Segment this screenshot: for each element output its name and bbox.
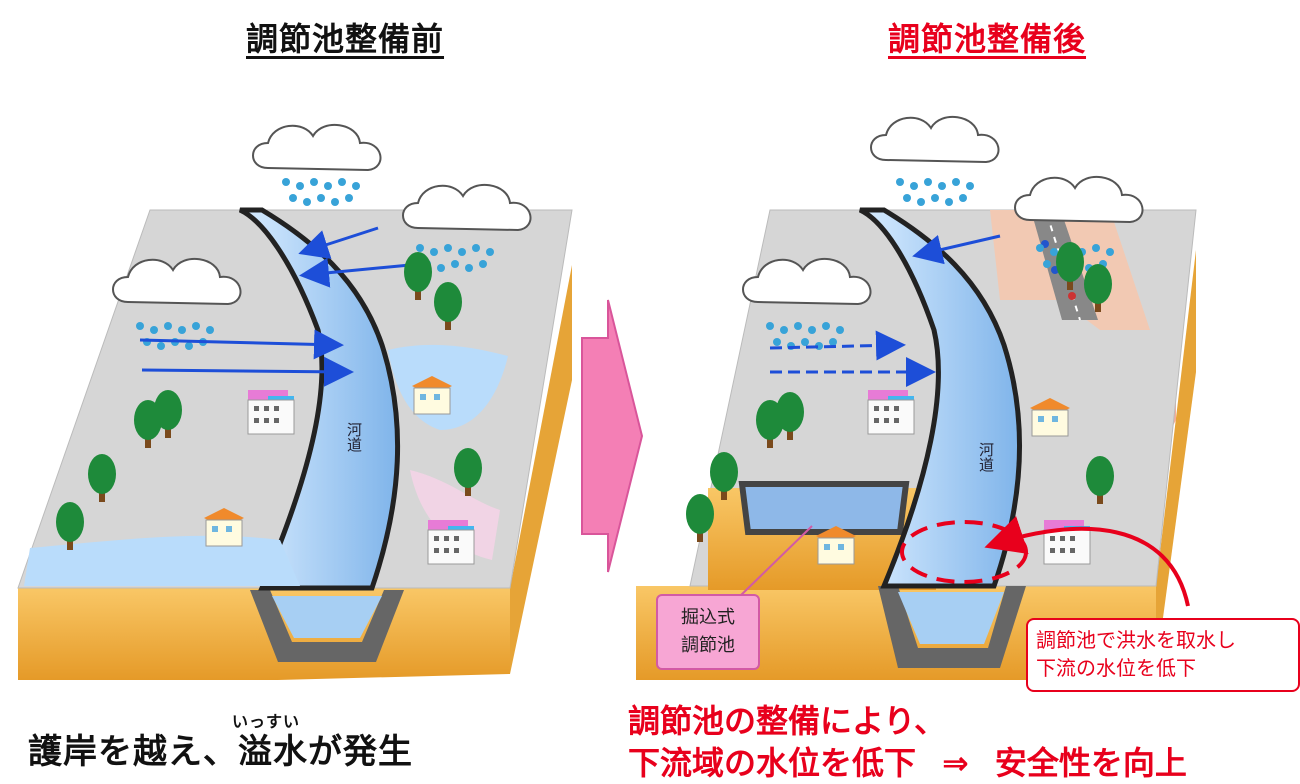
title-after: 調節池整備後	[888, 20, 1087, 58]
callout-line1: 調節池で洪水を取水し	[1036, 628, 1236, 652]
transition-arrow	[581, 299, 644, 573]
caption-right: 調節池の整備により、 下流域の水位を低下 ⇒ 安全性を向上	[628, 700, 1187, 784]
callout-line2: 下流の水位を低下	[1036, 656, 1196, 680]
caption-left-ruby: いっすい	[232, 712, 301, 731]
pond-label-line2: 調節池	[681, 635, 735, 656]
caption-right-line2: 下流域の水位を低下 ⇒ 安全性を向上	[628, 742, 1187, 784]
caption-right-arrow: ⇒	[942, 744, 969, 782]
title-before: 調節池整備前	[246, 20, 445, 58]
river-label-right: 河道	[977, 442, 995, 472]
pond-label-line1: 掘込式	[681, 607, 735, 628]
caption-right-part1: 下流域の水位を低下	[628, 744, 917, 782]
caption-right-line1: 調節池の整備により、	[628, 702, 947, 740]
callout-box: 調節池で洪水を取水し 下流の水位を低下	[1026, 618, 1300, 692]
river-label-left: 河道	[345, 422, 363, 452]
before-panel	[17, 123, 573, 680]
caption-left: 護岸を越え、溢水が発生	[28, 732, 413, 772]
pond-label-box: 掘込式 調節池	[656, 594, 760, 670]
caption-right-part2: 安全性を向上	[994, 744, 1187, 782]
